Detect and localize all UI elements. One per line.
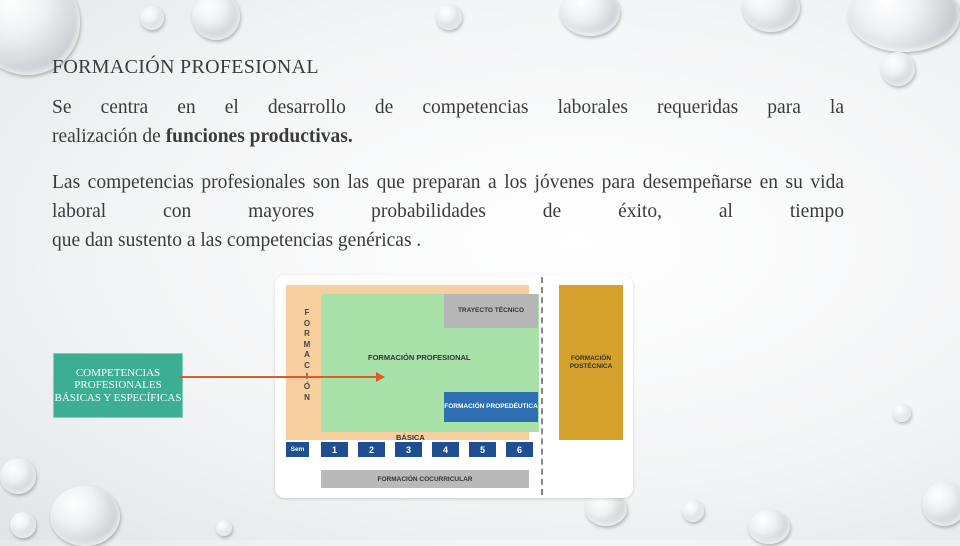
formacion-profesional-label: FORMACIÓN PROFESIONAL (368, 353, 471, 362)
water-drop-decoration (560, 0, 620, 36)
paragraph-line: Las competencias profesionales son las q… (52, 172, 636, 193)
formacion-frame: F O R M A C I Ó N TRAYECTO TÉCNICO FORMA… (286, 285, 539, 442)
semester-cell: 2 (358, 442, 385, 457)
vertical-letter: R (304, 329, 310, 339)
trayecto-tecnico-block: TRAYECTO TÉCNICO (444, 294, 538, 328)
paragraph-formacion-profesional: Se centra en el desarrollo de competenci… (52, 93, 844, 151)
semester-label: Sem (286, 442, 309, 457)
paragraph-line: realización de funciones productivas. (52, 122, 844, 151)
paragraph-line: desempeñarse en su vida laboral con mayo… (52, 172, 844, 222)
vertical-letter: N (304, 392, 310, 402)
water-drop-decoration (682, 500, 704, 522)
basica-label: BÁSICA (396, 433, 425, 442)
callout-arrow (180, 372, 385, 382)
vertical-letter: A (304, 350, 310, 360)
vertical-letter: O (303, 318, 311, 328)
water-drop-decoration (742, 0, 800, 32)
semester-cell: 3 (395, 442, 422, 457)
water-drop-decoration (0, 458, 36, 494)
vertical-letter: F (304, 308, 310, 317)
semester-cell: 6 (506, 442, 533, 457)
curriculum-diagram: F O R M A C I Ó N TRAYECTO TÉCNICO FORMA… (275, 275, 633, 498)
water-drop-decoration (748, 510, 790, 544)
paragraph-competencias: Las competencias profesionales son las q… (52, 168, 844, 255)
slide-heading: FORMACIÓN PROFESIONAL (52, 56, 319, 78)
formacion-cocurricular-block: FORMACIÓN COCURRICULAR (321, 470, 529, 488)
formacion-vertical-label: F O R M A C I Ó N (300, 308, 314, 403)
semester-cell: 5 (469, 442, 496, 457)
paragraph-bold-text: funciones productivas. (165, 126, 353, 147)
water-drop-decoration (881, 52, 915, 86)
vertical-letter: Ó (303, 382, 311, 392)
water-drop-decoration (893, 404, 911, 422)
vertical-letter: C (304, 360, 310, 370)
competencias-callout-box: COMPETENCIAS PROFESIONALES BÁSICAS Y ESP… (53, 353, 183, 418)
paragraph-line: Se centra en el desarrollo de competenci… (52, 97, 844, 118)
vertical-letter: M (303, 339, 311, 349)
water-drop-decoration (50, 486, 120, 546)
semester-cell: 1 (321, 442, 348, 457)
water-drop-decoration (848, 0, 960, 52)
paragraph-line: que dan sustento a las competencias gené… (52, 230, 422, 251)
water-drop-decoration (216, 520, 232, 536)
water-drop-decoration (192, 0, 240, 40)
semester-cell: 4 (432, 442, 459, 457)
paragraph-line-text: realización de (52, 126, 166, 147)
dashed-divider (541, 277, 543, 495)
formacion-propedeutica-block: FORMACIÓN PROPEDÉUTICA (444, 392, 538, 422)
water-drop-decoration (140, 6, 164, 30)
water-drop-decoration (922, 482, 960, 526)
water-drop-decoration (436, 4, 462, 30)
formacion-postecnica-block: FORMACIÓN POSTÉCNICA (559, 285, 623, 440)
water-drop-decoration (10, 512, 36, 538)
